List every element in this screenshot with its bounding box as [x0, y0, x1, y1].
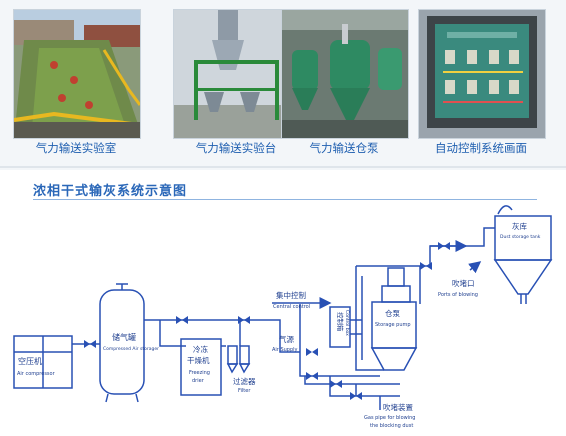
- filter-label-en: Filter: [238, 388, 251, 394]
- air-tank: [99, 289, 145, 395]
- dryer-label-en1: Freezing: [189, 370, 210, 376]
- central-control-label: 集中控制: [276, 290, 306, 300]
- blowing-device-label: 吹堵装置: [383, 402, 413, 412]
- pump-label: 仓泵: [385, 308, 400, 318]
- dryer-label-1: 冷冻: [193, 344, 208, 354]
- control-screen-photo: [418, 9, 546, 139]
- blowing-port-label: 吹堵口: [452, 278, 475, 288]
- section-divider: [0, 166, 566, 168]
- ash-silo-label: 灰库: [512, 221, 527, 231]
- photo-strip: 气力输送实验室 气力输送实验台: [0, 0, 566, 170]
- air-supply-label: 气源: [279, 334, 294, 344]
- blowing-port-label-en: Ports of blowing: [438, 292, 478, 298]
- blowing-device-label-en1: Gas pipe for blowing: [364, 415, 415, 421]
- air-compressor-label: 空压机: [18, 356, 42, 366]
- dryer-label-en2: drier: [192, 378, 205, 384]
- blowing-device-label-en2: the blocking dust: [370, 423, 413, 429]
- control-box-label: 控制箱: [336, 312, 345, 332]
- photo-caption: 气力输送实验台: [195, 141, 277, 155]
- air-compressor-label-en: Air compressor: [17, 371, 56, 377]
- air-tank-label-en: Compressed Air storager: [103, 346, 159, 352]
- control-box-label-en: Control box: [344, 310, 350, 336]
- central-control-label-en: Central control: [273, 304, 310, 310]
- photo-caption: 气力输送仓泵: [309, 141, 379, 155]
- title-underline: [33, 199, 537, 200]
- air-tank-label: 储气罐: [112, 332, 136, 342]
- lab-rooftop-photo: [13, 9, 141, 139]
- ash-silo-label-en: Dust storage tank: [500, 234, 541, 240]
- freezing-dryer: [180, 338, 222, 396]
- air-supply-label-en: Air Supply: [272, 347, 298, 353]
- dryer-label-2: 干燥机: [187, 355, 210, 365]
- silo-pump-photo: [281, 9, 409, 139]
- photo-caption: 自动控制系统画面: [435, 141, 527, 155]
- control-box: [329, 306, 351, 348]
- process-diagram: 空压机 Air compressor 储气罐 Compressed Air st…: [13, 205, 553, 429]
- photo-caption: 气力输送实验室: [35, 141, 117, 155]
- filter-label: 过滤器: [233, 376, 256, 386]
- diagram-title: 浓相干式输灰系统示意图: [33, 184, 188, 199]
- pump-label-en: Storage pump: [375, 322, 411, 328]
